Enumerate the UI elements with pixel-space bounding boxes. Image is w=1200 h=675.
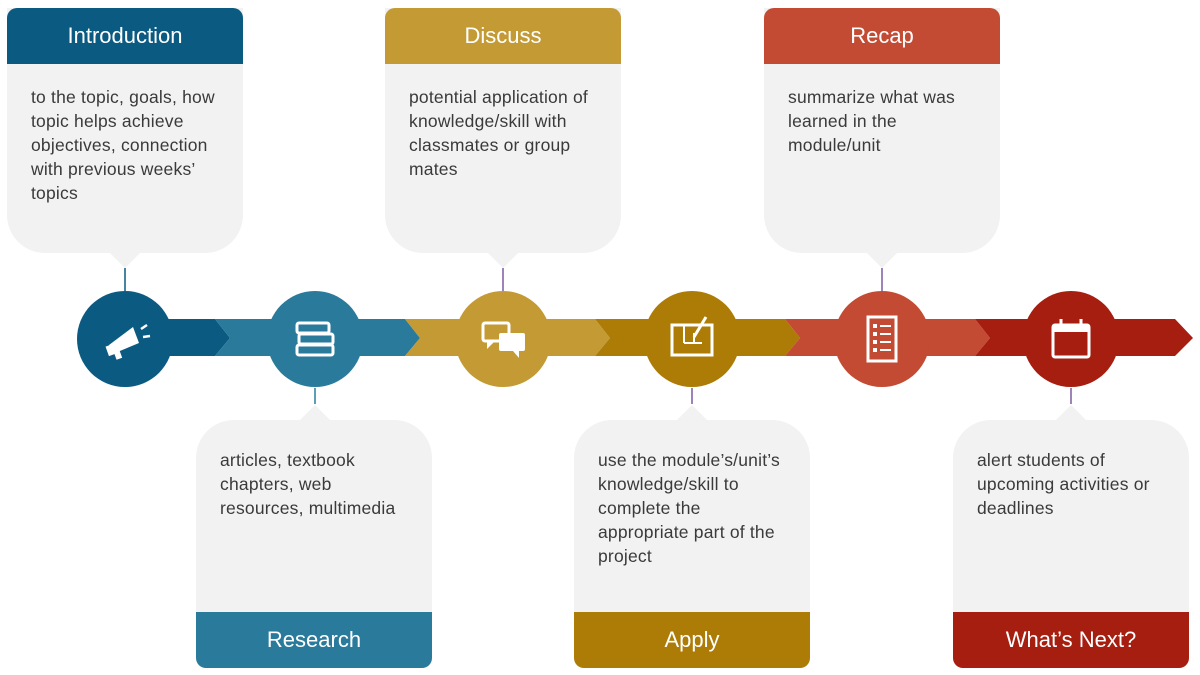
step-introduction-title: Introduction: [7, 8, 243, 64]
pointer: [109, 252, 141, 268]
step-apply-title: Apply: [574, 612, 810, 668]
step-whats-next-description: alert students of upcoming activities or…: [977, 450, 1150, 518]
step-research-card: articles, textbook chapters, web resourc…: [196, 420, 432, 612]
step-whats-next-card: alert students of upcoming activities or…: [953, 420, 1189, 612]
step-discuss-card: Discuss potential application of knowled…: [385, 8, 621, 253]
step-apply-description: use the module’s/unit’s knowledge/skill …: [598, 450, 780, 566]
pointer: [487, 252, 519, 268]
megaphone-icon: [77, 291, 173, 387]
step-research-description: articles, textbook chapters, web resourc…: [220, 450, 396, 518]
blueprint-icon: [644, 291, 740, 387]
pointer: [299, 405, 331, 421]
step-introduction-card: Introduction to the topic, goals, how to…: [7, 8, 243, 253]
step-research-title: Research: [196, 612, 432, 668]
pointer: [676, 405, 708, 421]
step-discuss-description: potential application of knowledge/skill…: [409, 87, 588, 179]
step-recap-description: summarize what was learned in the module…: [788, 87, 955, 155]
step-apply-card: use the module’s/unit’s knowledge/skill …: [574, 420, 810, 612]
step-recap-card: Recap summarize what was learned in the …: [764, 8, 1000, 253]
step-introduction-description: to the topic, goals, how topic helps ach…: [31, 87, 215, 203]
chat-bubbles-icon: [455, 291, 551, 387]
books-icon: [267, 291, 363, 387]
step-whats-next-title: What’s Next?: [953, 612, 1189, 668]
checklist-icon: [834, 291, 930, 387]
calendar-icon: [1023, 291, 1119, 387]
step-recap-title: Recap: [764, 8, 1000, 64]
pointer: [1055, 405, 1087, 421]
step-discuss-title: Discuss: [385, 8, 621, 64]
pointer: [866, 252, 898, 268]
